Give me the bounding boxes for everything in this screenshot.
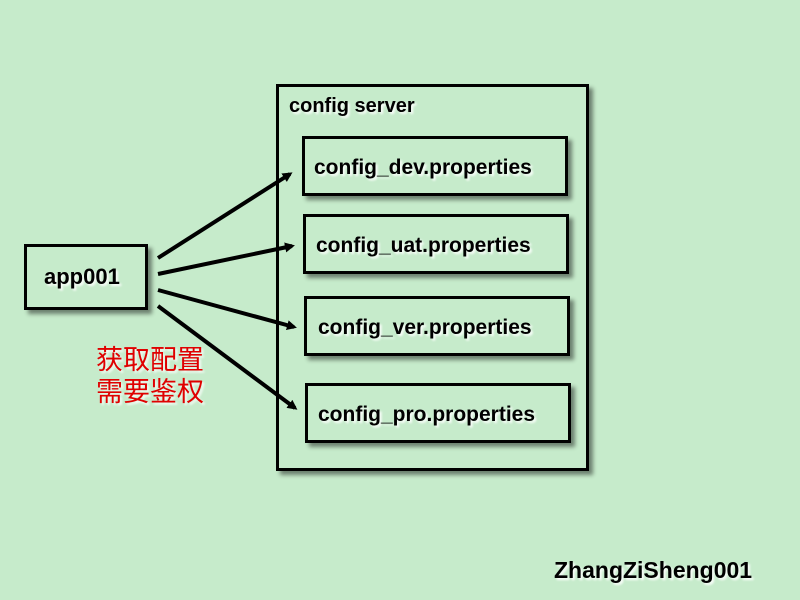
file-label-uat: config_uat.properties bbox=[316, 234, 531, 257]
config-server-box bbox=[276, 84, 589, 471]
auth-note-line2: 需要鉴权 bbox=[96, 377, 204, 408]
app-box bbox=[24, 244, 148, 310]
file-label-ver: config_ver.properties bbox=[318, 316, 532, 339]
author-watermark: ZhangZiSheng001 bbox=[554, 557, 753, 583]
config-server-title: config server bbox=[289, 95, 415, 117]
file-label-dev: config_dev.properties bbox=[314, 156, 532, 179]
app-label: app001 bbox=[44, 264, 120, 289]
arrow-to-dev bbox=[156, 172, 293, 260]
file-box-ver bbox=[304, 296, 570, 356]
arrow-to-ver bbox=[157, 288, 297, 330]
file-box-uat bbox=[303, 214, 569, 274]
file-box-pro bbox=[305, 383, 571, 443]
auth-note-line1: 获取配置 bbox=[96, 345, 204, 376]
file-label-pro: config_pro.properties bbox=[318, 403, 536, 426]
arrow-to-uat bbox=[157, 242, 295, 276]
auth-note: 获取配置 需要鉴权 bbox=[96, 345, 204, 409]
file-box-dev bbox=[302, 136, 568, 196]
